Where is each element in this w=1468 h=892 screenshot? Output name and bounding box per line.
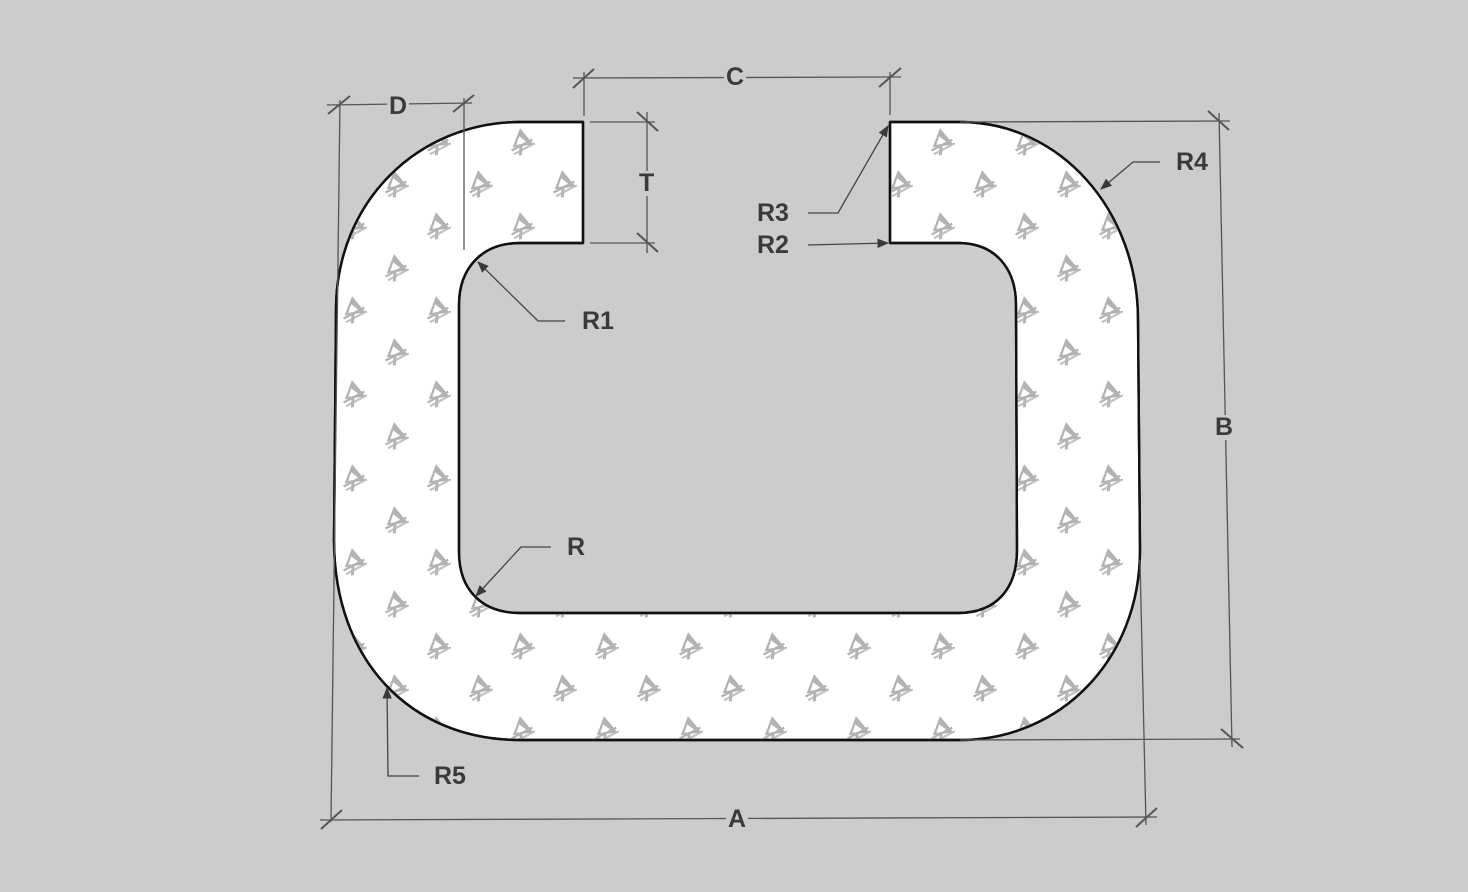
label-c: C xyxy=(724,63,747,91)
watermark-pattern xyxy=(334,122,1140,740)
label-r4: R4 xyxy=(1174,148,1210,176)
label-r5: R5 xyxy=(432,762,468,790)
label-r1: R1 xyxy=(580,307,616,335)
leader-r5 xyxy=(382,686,419,777)
leader-r4 xyxy=(1100,161,1160,190)
label-b: B xyxy=(1213,413,1236,441)
label-r2: R2 xyxy=(755,231,791,259)
label-d: D xyxy=(387,92,410,120)
leader-r3 xyxy=(808,124,889,214)
label-t: T xyxy=(637,169,657,197)
leader-r2 xyxy=(807,238,890,248)
leader-r1 xyxy=(477,261,565,322)
label-a: A xyxy=(726,805,749,833)
leader-r xyxy=(475,546,551,597)
label-r3: R3 xyxy=(755,199,791,227)
label-r: R xyxy=(565,533,588,561)
